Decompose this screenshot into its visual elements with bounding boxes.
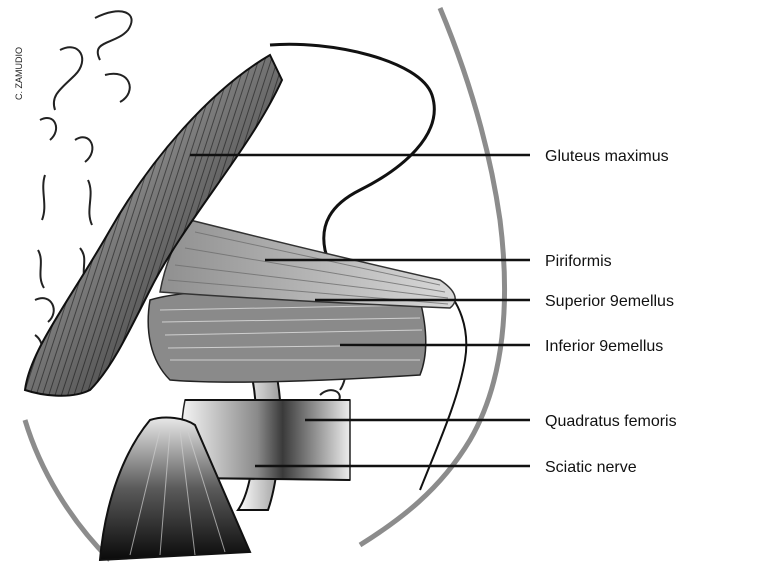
ischium-outline bbox=[25, 420, 110, 560]
label-quadratus-femoris: Quadratus femoris bbox=[545, 413, 677, 430]
label-sciatic-nerve: Sciatic nerve bbox=[545, 459, 637, 476]
piriformis-shape bbox=[160, 220, 455, 308]
label-inferior-gemellus: Inferior 9emellus bbox=[545, 338, 663, 355]
label-piriformis: Piriformis bbox=[545, 253, 612, 270]
label-gluteus-maximus: Gluteus maximus bbox=[545, 148, 669, 165]
artist-signature: C. ZAMUDIO bbox=[14, 47, 24, 100]
label-superior-gemellus: Superior 9emellus bbox=[545, 293, 674, 310]
